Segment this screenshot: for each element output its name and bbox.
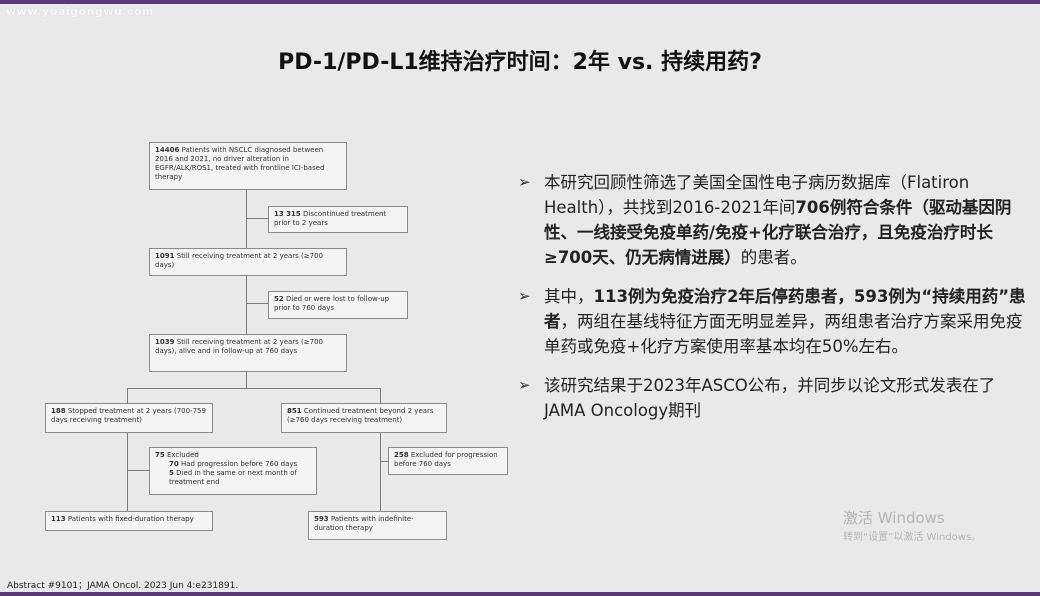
windows-activation-hint: 转到“设置”以激活 Windows。 — [843, 532, 982, 543]
site-watermark: www.yuaigongwu.com — [6, 5, 155, 18]
flow-box-excluded: 75 Excluded 70 Had progression before 76… — [149, 447, 317, 495]
flow-box-stopped: 188 Stopped treatment at 2 years (700-75… — [45, 403, 213, 433]
flow-box-indefinite-duration: 593 Patients with indefinite-duration th… — [308, 511, 447, 540]
arrow-bullet-icon: ➢ — [518, 173, 531, 191]
flow-box-total: 14406 Patients with NSCLC diagnosed betw… — [149, 142, 347, 190]
flow-box-continued: 851 Continued treatment beyond 2 years (… — [281, 403, 447, 433]
bullet-item: ➢ 本研究回顾性筛选了美国全国性电子病历数据库（Flatiron Health）… — [518, 170, 1028, 270]
citation: Abstract #9101；JAMA Oncol. 2023 Jun 4:e2… — [7, 581, 239, 591]
flow-box-excluded-progression: 258 Excluded for progression before 760 … — [388, 447, 508, 475]
top-accent-bar — [0, 0, 1040, 4]
windows-activation-title: 激活 Windows — [843, 509, 945, 527]
flow-box-died-lost: 52 Died or were lost to follow-up prior … — [268, 291, 408, 319]
flow-box-discontinued: 13 315 Discontinued treatment prior to 2… — [268, 206, 408, 233]
bullet-list: ➢ 本研究回顾性筛选了美国全国性电子病历数据库（Flatiron Health）… — [518, 170, 1028, 437]
flow-box-still-2y: 1091 Still receiving treatment at 2 year… — [149, 248, 347, 276]
bottom-accent-bar — [0, 592, 1040, 596]
arrow-bullet-icon: ➢ — [518, 287, 531, 305]
bullet-item: ➢ 其中，113例为免疫治疗2年后停药患者，593例为“持续用药”患者，两组在基… — [518, 284, 1028, 359]
flow-box-still-760: 1039 Still receiving treatment at 2 year… — [149, 334, 347, 372]
bullet-item: ➢ 该研究结果于2023年ASCO公布，并同步以论文形式发表在了JAMA Onc… — [518, 373, 1028, 423]
slide-title: PD-1/PD-L1维持治疗时间：2年 vs. 持续用药? — [278, 50, 762, 75]
flow-box-fixed-duration: 113 Patients with fixed-duration therapy — [45, 511, 213, 531]
arrow-bullet-icon: ➢ — [518, 376, 531, 394]
